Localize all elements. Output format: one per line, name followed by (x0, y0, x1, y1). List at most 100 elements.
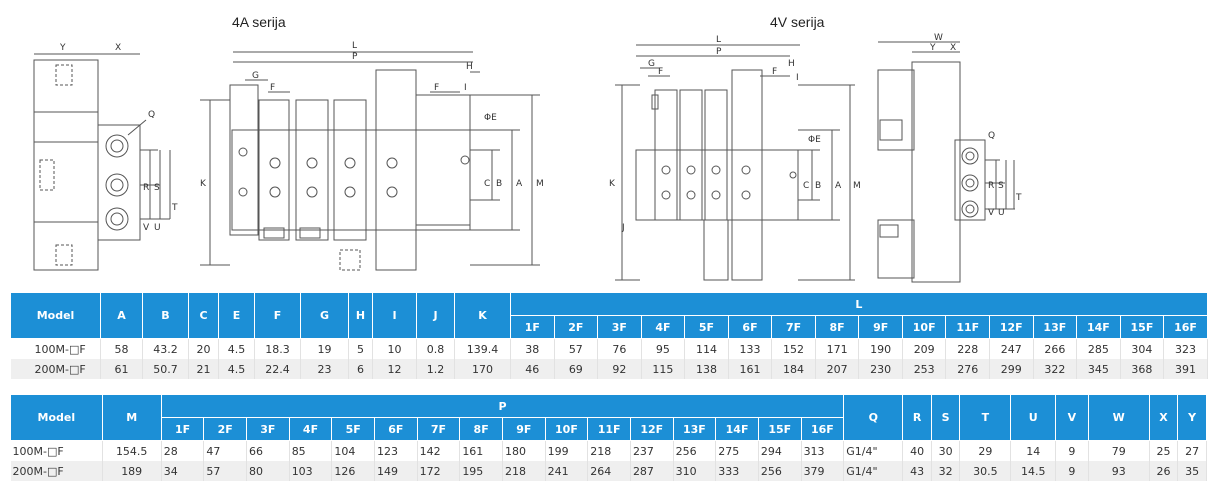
table-cell: 25 (1149, 440, 1179, 461)
col-p-16f: 16F (800, 417, 845, 441)
table-cell: 256 (673, 440, 717, 461)
table-cell: 154.5 (102, 440, 162, 461)
col-l-4f: 4F (640, 315, 686, 339)
col-p-7f: 7F (416, 417, 461, 441)
table-cell: 57 (203, 461, 248, 481)
col-l-13f: 13F (1032, 315, 1078, 339)
table-cell: 27 (1177, 440, 1207, 461)
table-cell: 264 (587, 461, 631, 481)
dim-b-4v: B (815, 181, 821, 191)
table-cell: 149 (374, 461, 418, 481)
front-view-4v (615, 44, 855, 281)
table-cell: 276 (945, 359, 991, 379)
table-cell: 20 (188, 338, 219, 359)
table-cell: 9 (1055, 461, 1089, 481)
dim-p-4a: P (352, 52, 358, 62)
drawing-canvas: Y X Q R S T V U L P H G F F I ΦE K C B A… (33, 33, 1022, 283)
col-k: K (454, 292, 511, 339)
table-cell: 368 (1120, 359, 1165, 379)
dim-phie-4v: ΦE (808, 135, 821, 145)
table-cell: 38 (510, 338, 555, 359)
col-l-2f: 2F (553, 315, 599, 339)
table-cell: 241 (545, 461, 589, 481)
dim-x-left: X (115, 43, 121, 53)
table-cell: 170 (454, 359, 511, 379)
dim-t-left: T (171, 203, 178, 213)
table-cell: 171 (815, 338, 860, 359)
dim-t-right: T (1015, 193, 1022, 203)
title-4a-series: 4A serija (232, 14, 286, 30)
dim-b-4a: B (496, 179, 502, 189)
dim-j-4v: J (621, 223, 625, 233)
col-p-10f: 10F (544, 417, 589, 441)
table-cell: 313 (801, 440, 845, 461)
col-l-5f: 5F (684, 315, 729, 339)
dim-h-4a: H (466, 62, 473, 72)
dim-m-4a: M (536, 179, 544, 189)
col-p-8f: 8F (459, 417, 503, 441)
dim-v-right: V (988, 208, 995, 218)
table-cell: 133 (728, 338, 773, 359)
table-cell: 14 (1010, 440, 1057, 461)
table-cell: 92 (597, 359, 642, 379)
table-cell: 57 (554, 338, 599, 359)
table-cell: 34 (161, 461, 205, 481)
table-cell: 23 (300, 359, 349, 379)
table-cell: 5 (348, 338, 373, 359)
table-cell: 138 (684, 359, 729, 379)
side-view-4a (33, 53, 171, 271)
table-cell: 40 (902, 440, 932, 461)
col-p-1f: 1F (160, 417, 205, 441)
col-g: G (300, 292, 349, 339)
col-p-9f: 9F (501, 417, 546, 441)
title-4v-series: 4V serija (770, 14, 825, 30)
table-cell: 184 (771, 359, 816, 379)
table-cell: 310 (673, 461, 717, 481)
table-cell: 172 (417, 461, 461, 481)
dim-p-4v: P (716, 47, 722, 57)
col-b: B (142, 292, 189, 339)
table-cell: 207 (815, 359, 860, 379)
table-cell: 218 (587, 440, 631, 461)
col-l-12f: 12F (989, 315, 1034, 339)
table-cell: 58 (100, 338, 143, 359)
table-cell: 247 (989, 338, 1034, 359)
table-cell: 1.2 (416, 359, 455, 379)
dim-l-4a: L (352, 41, 357, 51)
dim-c-4v: C (803, 181, 809, 191)
dim-f2-4v: F (772, 67, 777, 77)
col-e: E (218, 292, 255, 339)
dim-i-4a: I (464, 83, 467, 93)
col-p-4f: 4F (288, 417, 333, 441)
col-q: Q (843, 394, 904, 441)
table-cell: 21 (188, 359, 219, 379)
dim-phie-4a: ΦE (484, 113, 497, 123)
table-cell: 299 (989, 359, 1034, 379)
col-v: V (1055, 394, 1089, 441)
table-cell: 47 (203, 440, 248, 461)
table-cell: 79 (1088, 440, 1150, 461)
table-cell: 304 (1120, 338, 1165, 359)
table-cell: 19 (300, 338, 349, 359)
col-p-6f: 6F (374, 417, 418, 441)
col-u: U (1010, 394, 1057, 441)
table-cell: 30.5 (959, 461, 1012, 481)
table-cell: 161 (728, 359, 773, 379)
col-p-15f: 15F (757, 417, 802, 441)
col-i: I (372, 292, 417, 339)
col-l-group: L (510, 292, 1208, 316)
col-l-3f: 3F (597, 315, 642, 339)
table-cell: 4.5 (218, 359, 255, 379)
model-cell: 100M-□F (10, 440, 103, 461)
front-view-4a (200, 51, 540, 271)
table-cell: 80 (246, 461, 290, 481)
table-cell: 4.5 (218, 338, 255, 359)
dim-f1-4a: F (270, 83, 275, 93)
table-cell: 142 (417, 440, 461, 461)
side-view-4v (877, 41, 1015, 283)
table-cell: 230 (858, 359, 903, 379)
dim-h-4v: H (788, 59, 795, 69)
dim-r-right: R (988, 181, 994, 191)
table-cell: 61 (100, 359, 143, 379)
